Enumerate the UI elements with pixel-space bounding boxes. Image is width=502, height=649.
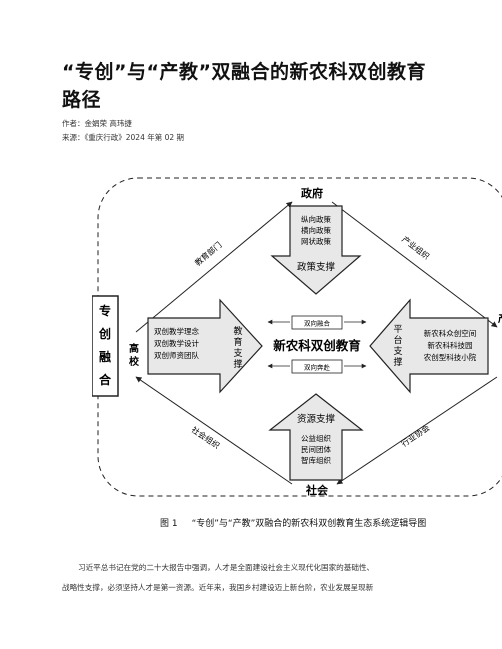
platform-line: 新农科科技园 xyxy=(428,340,473,350)
platform-arrow xyxy=(369,298,489,394)
policy-line: 横向政策 xyxy=(301,225,331,235)
education-line: 双创教学设计 xyxy=(154,338,199,348)
edge-line-bottom-left xyxy=(135,376,293,485)
right-cut-glyph: 产 xyxy=(498,312,502,325)
edge-line-bottom-right xyxy=(336,376,498,485)
left-badge-box xyxy=(91,295,119,397)
platform-line: 新农科众创空间 xyxy=(424,328,477,338)
center-bottom-tag xyxy=(291,359,343,374)
source-line: 来源：《重庆行政》2024 年第 02 期 xyxy=(62,133,185,142)
figure-caption-text: “专创”与“产教”双融合的新农科双创教育生态系统逻辑导图 xyxy=(191,519,427,529)
policy-line: 网状政策 xyxy=(301,236,331,246)
education-label: 教育支撑 xyxy=(233,325,242,370)
node-society: 社会 xyxy=(305,483,329,497)
edge-label-industry-assoc: 行业协会 xyxy=(399,422,431,448)
center-top-tag-text: 双向融合 xyxy=(304,319,331,328)
left-badge-char: 专 xyxy=(99,303,111,318)
outer-frame xyxy=(97,177,502,497)
policy-label: 政策支撑 xyxy=(297,261,336,273)
edge-label-education-dept: 教育部门 xyxy=(193,240,224,268)
ecosystem-diagram: 专 创 融 合 政府 社会 高校 教育部门 产业组织 社会组织 行业协会 产 纵… xyxy=(91,172,502,512)
body-line: 战略性支撑，必须坚持人才是第一资源。近年来，我国乡村建设迈上新台阶，农业发展呈现… xyxy=(62,583,374,592)
center-bottom-tag-text: 双向奔赴 xyxy=(304,363,331,372)
policy-line: 纵向政策 xyxy=(301,214,331,224)
left-badge-char: 融 xyxy=(99,349,111,364)
left-badge-char: 创 xyxy=(98,326,111,341)
edge-line-top-left xyxy=(135,201,293,333)
resource-line: 民间团体 xyxy=(301,444,331,454)
resource-label: 资源支撑 xyxy=(297,413,336,425)
node-government: 政府 xyxy=(301,186,323,200)
figure-caption: 图 1 “专创”与“产教”双融合的新农科双创教育生态系统逻辑导图 xyxy=(160,516,502,529)
body-line: 习近平总书记在党的二十大报告中强调，人才是全面建设社会主义现代化国家的基础性、 xyxy=(78,563,375,572)
education-line: 双创教学理念 xyxy=(154,326,199,336)
author-line: 作者：金娟荣 高玮捷 xyxy=(62,119,132,128)
platform-label: 平台支撑 xyxy=(393,324,402,368)
article-title: “专创”与“产教”双融合的新农科双创教育路径 xyxy=(62,61,426,111)
center-title: 新农科双创教育 xyxy=(273,338,361,353)
resource-line: 智库组织 xyxy=(301,455,331,465)
education-line: 双创师资团队 xyxy=(154,350,199,360)
resource-line: 公益组织 xyxy=(301,433,331,443)
edge-line-top-right xyxy=(331,201,498,328)
edge-label-social-org: 社会组织 xyxy=(190,424,222,450)
education-arrow xyxy=(147,298,263,394)
body-paragraph: 习近平总书记在党的二十大报告中强调，人才是全面建设社会主义现代化国家的基础性、 … xyxy=(62,558,462,598)
platform-line: 农创型科技小院 xyxy=(424,352,477,362)
node-university: 高校 xyxy=(129,342,140,368)
resource-arrow xyxy=(268,393,364,481)
left-badge-char: 合 xyxy=(99,372,112,387)
figure-number: 图 1 xyxy=(160,519,178,529)
center-top-tag xyxy=(291,315,343,330)
policy-arrow xyxy=(270,205,362,295)
